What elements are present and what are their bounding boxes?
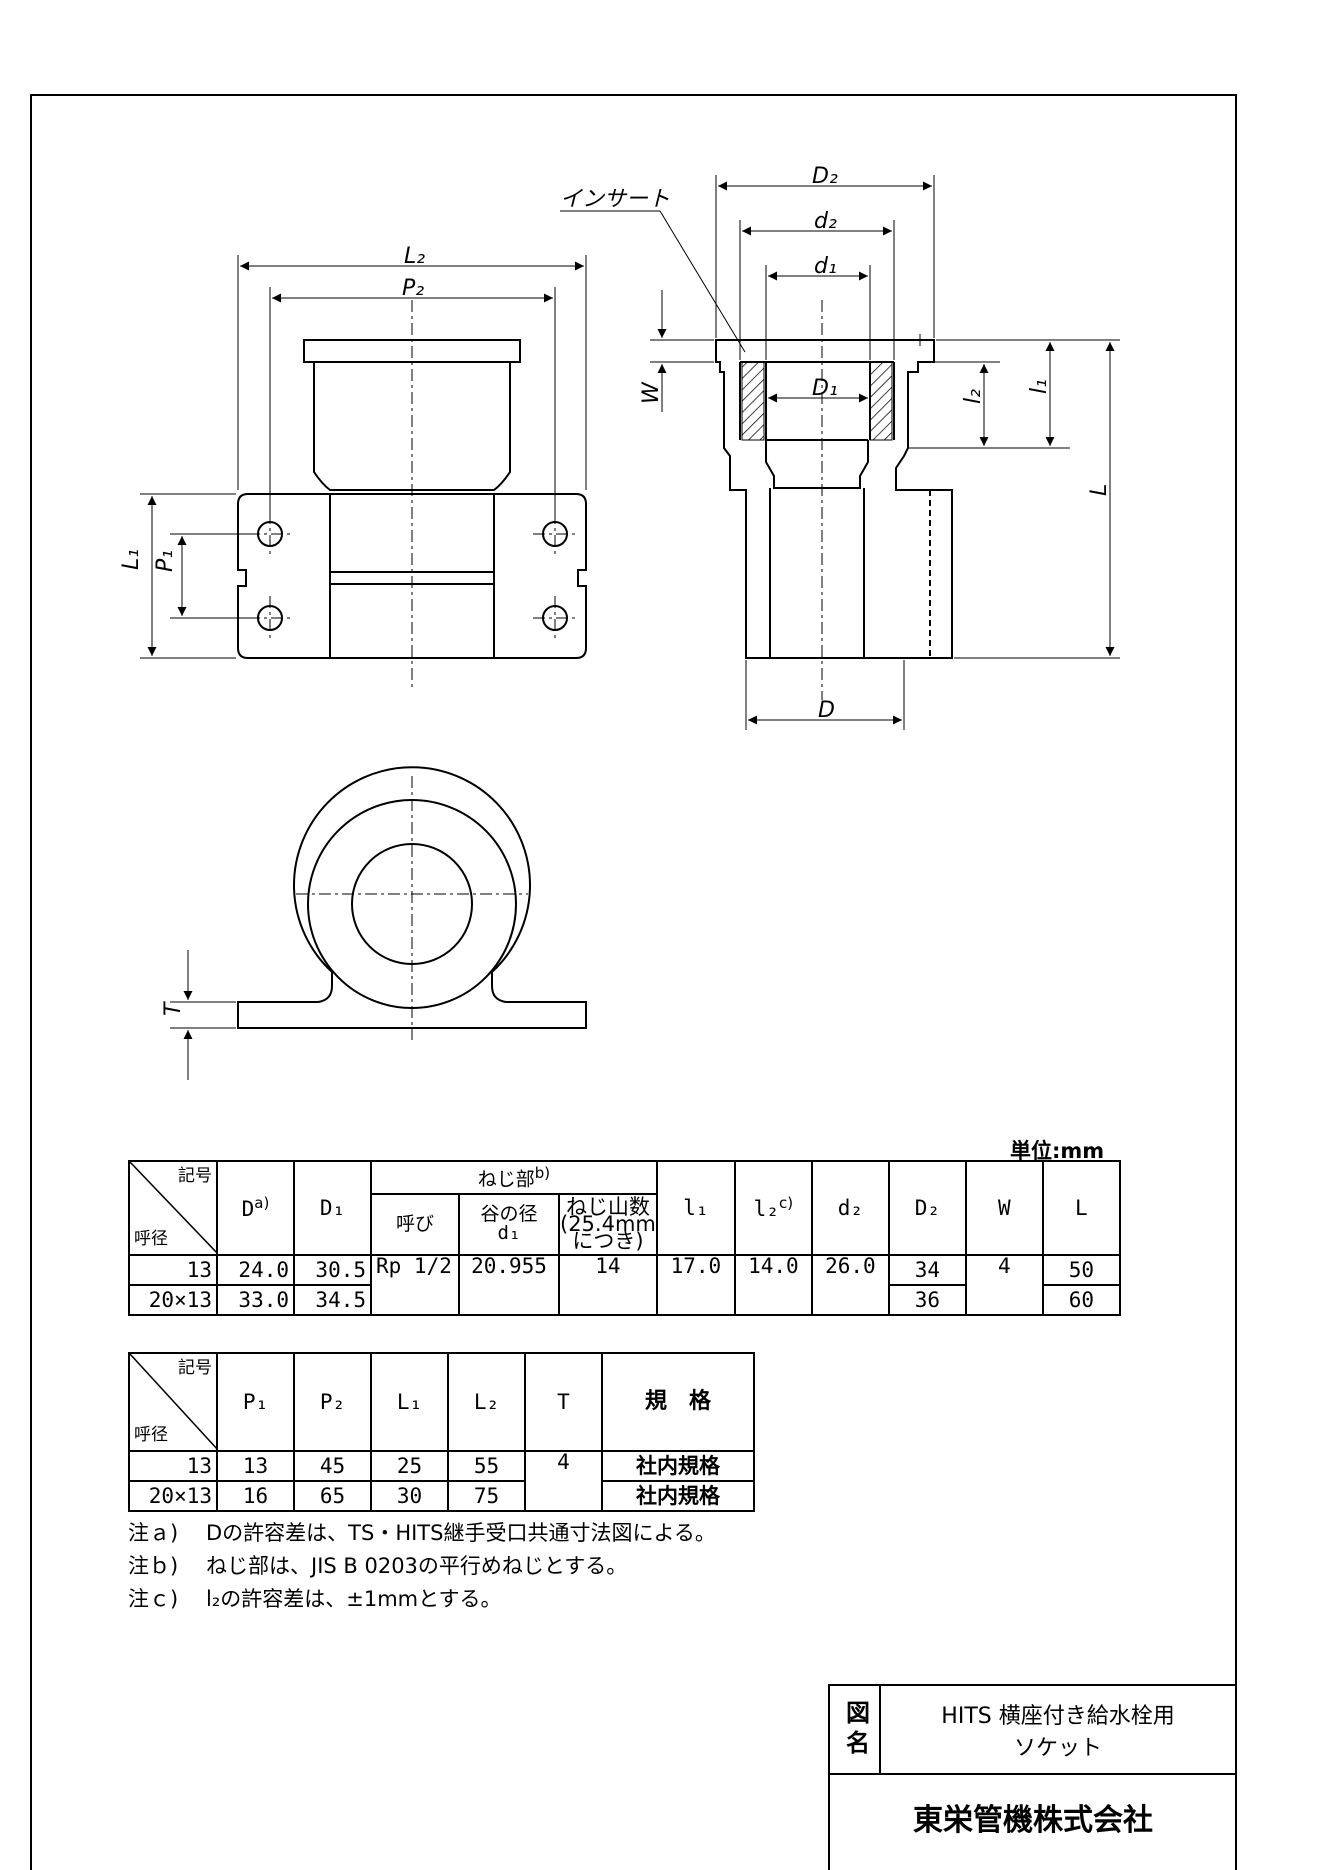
spec-table-main: 記号 呼径 Da) D₁ ねじ部b) l₁ l₂c) d₂ D₂ W L 呼び … [128, 1160, 1121, 1316]
table2-corner: 記号 呼径 [128, 1352, 218, 1452]
col-header-L2: L₂ [447, 1352, 526, 1452]
dim-D2: D₂ [812, 164, 838, 189]
col-header-L: L [1041, 1160, 1121, 1256]
title-block-label: 図名 [846, 1699, 870, 1757]
col-header-P2: P₂ [293, 1352, 372, 1452]
note-a: 注ａ)Dの許容差は、TS・HITS継手受口共通寸法図による。 [128, 1521, 716, 1545]
dim-d1: d₁ [814, 254, 837, 279]
notes: 注ａ)Dの許容差は、TS・HITS継手受口共通寸法図による。 注ｂ)ねじ部は、J… [128, 1517, 716, 1616]
table-row: 13 13 45 25 55 4 社内規格 [128, 1450, 755, 1512]
table-row: 13 24.0 30.5 Rp 1/2 20.955 14 17.0 14.0 … [128, 1254, 1121, 1316]
spec-table-base: 記号 呼径 P₁ P₂ L₁ L₂ T 規 格 13 13 45 25 55 4… [128, 1352, 755, 1512]
insert-hatch-right [869, 361, 893, 441]
col-header-call: 呼び [370, 1192, 460, 1257]
dim-P2: P₂ [402, 276, 424, 301]
col-header-P1: P₁ [216, 1352, 295, 1452]
drawing-name-line2: ソケット [1013, 1736, 1102, 1761]
col-header-W: W [964, 1160, 1044, 1256]
title-block-frame [828, 1684, 1237, 1870]
side-section-view [715, 339, 953, 659]
dim-W: W [639, 381, 664, 404]
col-header-l1: l₁ [655, 1160, 736, 1256]
company-name: 東栄管機株式会社 [913, 1803, 1153, 1838]
dim-l2: l₂ [961, 389, 986, 404]
col-header-d2: d₂ [810, 1160, 890, 1256]
table-row: 20×13 16 65 30 75 社内規格 [128, 1480, 755, 1512]
dim-L1: L₁ [119, 549, 144, 570]
col-header-D2: D₂ [887, 1160, 967, 1256]
dim-D1: D₁ [812, 376, 838, 401]
dim-T: T [161, 1001, 186, 1016]
dim-L: L [1087, 484, 1112, 496]
col-header-L1: L₁ [370, 1352, 449, 1452]
col-header-standard: 規 格 [601, 1352, 755, 1452]
table-row: 20×13 33.0 34.5 36 60 [128, 1284, 1121, 1316]
drawing-name-line1: HITS 横座付き給水栓用 [941, 1704, 1175, 1729]
dim-l1: l₁ [1027, 379, 1052, 394]
insert-label: インサート [560, 187, 670, 212]
front-view-dimensions [140, 255, 587, 659]
insert-hatch-left [741, 361, 765, 441]
table1-corner: 記号 呼径 [128, 1160, 218, 1256]
sheet-border [30, 94, 1237, 1870]
col-header-D: Da) [216, 1160, 295, 1256]
side-view-dimensions [560, 175, 1120, 730]
col-header-T: T [524, 1352, 603, 1452]
dim-d2: d₂ [814, 209, 837, 234]
unit-label: 単位:mm [1010, 1139, 1105, 1163]
dim-L2: L₂ [404, 244, 425, 269]
end-view-dimensions [170, 950, 236, 1080]
col-header-thread-group: ねじ部b) [370, 1160, 658, 1195]
dim-D: D [818, 698, 835, 723]
dim-P1: P₁ [153, 550, 178, 572]
note-b: 注ｂ)ねじ部は、JIS B 0203の平行めねじとする。 [128, 1554, 628, 1578]
end-view-centerlines [296, 776, 528, 1040]
col-header-l2: l₂c) [733, 1160, 813, 1256]
note-c: 注ｃ)l₂の許容差は、±1mmとする。 [128, 1587, 502, 1611]
col-header-D1: D₁ [293, 1160, 372, 1256]
